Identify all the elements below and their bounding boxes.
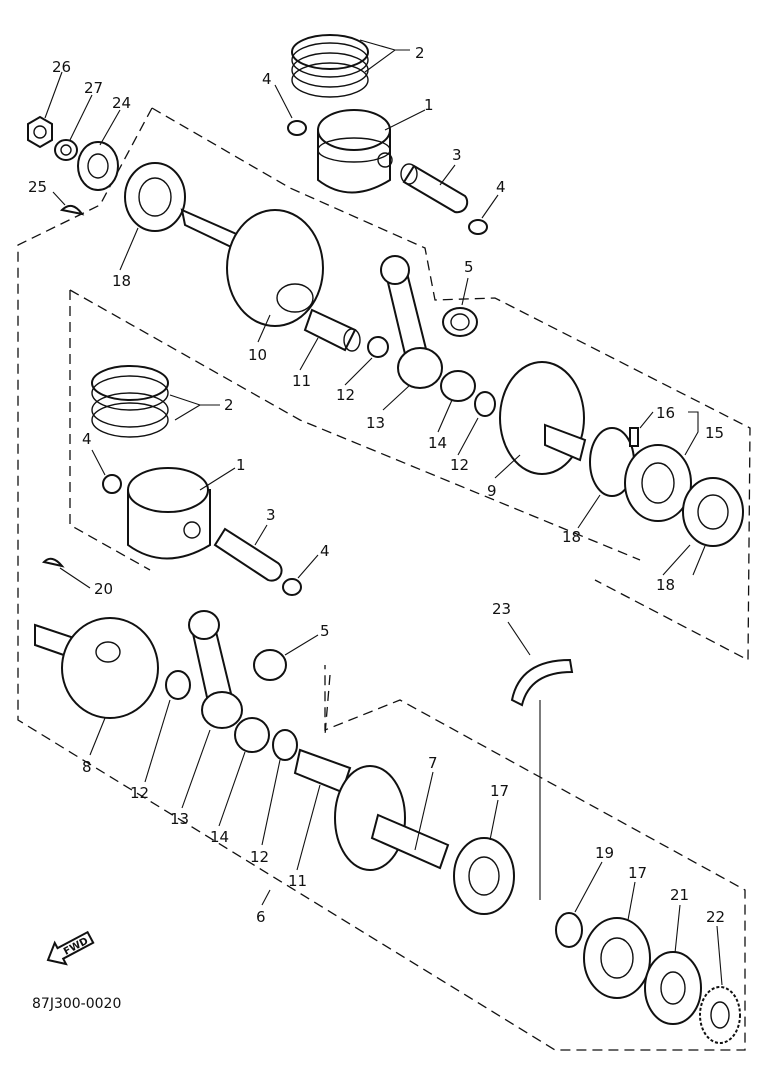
drawing-code: 87J300-0020 — [32, 996, 121, 1012]
woodruff-key-25 — [59, 204, 85, 216]
bearing-17-lower — [453, 837, 515, 915]
piston-pin-clip-upper-right — [468, 219, 488, 235]
group-boundary-upper-left — [17, 107, 746, 1051]
callout-12: 12 — [130, 784, 149, 802]
callout-5: 5 — [464, 258, 474, 276]
thrust-washer-12-lower-left — [165, 670, 191, 700]
piston-pin-upper — [400, 163, 469, 214]
callout-4: 4 — [496, 178, 506, 196]
callout-21: 21 — [670, 886, 689, 904]
crank-half-8 — [34, 617, 159, 719]
fwd-arrow: FWD — [46, 930, 95, 966]
callout-6: 6 — [256, 908, 266, 926]
piston-pin-clip-lower-left — [102, 474, 122, 494]
callout-10: 10 — [248, 346, 267, 364]
callout-13: 13 — [366, 414, 385, 432]
crank-half-9 — [499, 361, 587, 475]
callout-4: 4 — [320, 542, 330, 560]
group-boundary-middle-top — [69, 289, 641, 561]
crank-pin-11-upper — [303, 308, 361, 352]
callout-22: 22 — [706, 908, 725, 926]
callout-23: 23 — [492, 600, 511, 618]
bearing-18-upper-left — [124, 162, 186, 232]
piston-ring-set-upper — [291, 34, 369, 98]
callout-24: 24 — [112, 94, 131, 112]
callout-17: 17 — [628, 864, 647, 882]
callout-11: 11 — [288, 872, 307, 890]
callout-16: 16 — [656, 404, 675, 422]
thrust-washer-12-upper — [367, 336, 389, 358]
callout-12: 12 — [450, 456, 469, 474]
gear-22 — [699, 986, 741, 1044]
woodruff-key-20 — [42, 557, 65, 568]
circlip-23 — [510, 658, 574, 707]
big-end-bearing-14-upper — [440, 370, 476, 402]
crank-half-10 — [180, 208, 324, 327]
oil-seal-24 — [77, 141, 119, 191]
piston-pin-lower — [213, 527, 283, 582]
piston-ring-set-lower — [91, 365, 169, 438]
callout-7: 7 — [428, 754, 438, 772]
callout-12: 12 — [336, 386, 355, 404]
thrust-washer-12-lower-right — [272, 729, 298, 761]
callout-15: 15 — [705, 424, 724, 442]
bearing-18-right — [682, 477, 744, 547]
group-boundary-middle — [69, 290, 151, 571]
oil-seal-21 — [644, 951, 702, 1025]
callout-5: 5 — [320, 622, 330, 640]
callout-18: 18 — [562, 528, 581, 546]
piston-pin-clip-upper-left — [287, 120, 307, 136]
leader-lines — [44, 39, 723, 986]
nut — [27, 115, 53, 149]
connecting-rod-13-lower — [188, 610, 243, 729]
callout-3: 3 — [266, 506, 276, 524]
bearing-17-right — [583, 917, 651, 999]
group-boundary-lower — [324, 674, 331, 736]
callouts: 26 27 24 25 18 2 4 1 3 4 5 10 11 12 13 1… — [28, 44, 725, 926]
callout-4: 4 — [262, 70, 272, 88]
group-boundary-upper — [151, 107, 751, 662]
small-end-bearing-upper — [442, 307, 478, 337]
callout-18: 18 — [656, 576, 675, 594]
washer-27 — [54, 139, 78, 161]
callout-18: 18 — [112, 272, 131, 290]
crank-half-7 — [334, 765, 450, 871]
callout-2: 2 — [415, 44, 425, 62]
callout-19: 19 — [595, 844, 614, 862]
washer-19 — [555, 912, 583, 948]
piston-upper — [317, 109, 393, 194]
callout-17: 17 — [490, 782, 509, 800]
callout-14: 14 — [428, 434, 447, 452]
callout-3: 3 — [452, 146, 462, 164]
callout-26: 26 — [52, 58, 71, 76]
callout-13: 13 — [170, 810, 189, 828]
callout-12: 12 — [250, 848, 269, 866]
callout-4: 4 — [82, 430, 92, 448]
callout-8: 8 — [82, 758, 92, 776]
small-end-bearing-lower — [253, 649, 287, 681]
big-end-bearing-14-lower — [234, 717, 270, 753]
callout-11: 11 — [292, 372, 311, 390]
piston-pin-clip-lower-right — [282, 578, 302, 596]
callout-20: 20 — [94, 580, 113, 598]
thrust-washer-12-upper-right — [474, 391, 496, 417]
bearing-15-with-pin-16 — [624, 427, 692, 522]
callout-2: 2 — [224, 396, 234, 414]
callout-1: 1 — [236, 456, 246, 474]
callout-9: 9 — [487, 482, 497, 500]
connecting-rod-13-upper — [380, 255, 443, 389]
piston-lower — [127, 467, 211, 560]
callout-14: 14 — [210, 828, 229, 846]
callout-1: 1 — [424, 96, 434, 114]
callout-25: 25 — [28, 178, 47, 196]
callout-27: 27 — [84, 79, 103, 97]
